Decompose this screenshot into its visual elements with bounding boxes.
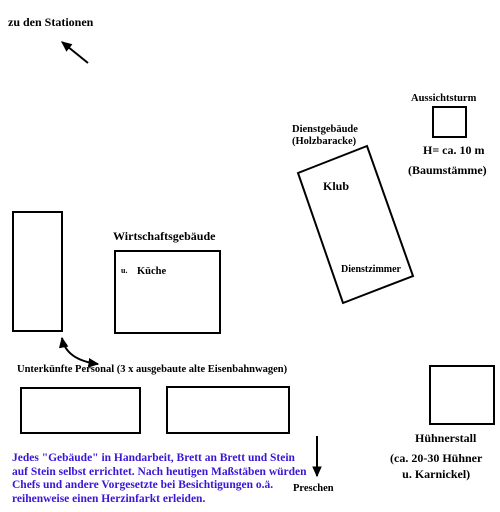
railcar-quarters-2	[166, 386, 290, 434]
watchtower-label: Aussichtsturm	[411, 93, 477, 104]
chicken-coop-label: Hühnerstall	[415, 431, 477, 445]
left-building	[12, 211, 63, 332]
farm-building-label: Wirtschaftsgebäude	[113, 229, 216, 243]
stations-direction-arrow	[61, 41, 89, 64]
chicken-coop-building	[429, 365, 495, 425]
service-building-outline	[296, 144, 415, 305]
watchtower-building	[432, 106, 467, 138]
railcar-quarters-1	[20, 387, 141, 434]
chicken-count-label: (ca. 20-30 Hühner u. Karnickel)	[390, 451, 483, 482]
link-arrow	[59, 336, 100, 368]
farm-building-outline	[114, 250, 221, 334]
duty-room-label: Dienstzimmer	[341, 264, 401, 275]
kitchen-prefix-label: u.	[121, 266, 128, 275]
kitchen-label: Küche	[137, 266, 167, 277]
preschen-label: Preschen	[293, 483, 334, 494]
stations-label: zu den Stationen	[8, 15, 94, 29]
watchtower-height-label: H= ca. 10 m	[423, 143, 485, 157]
construction-note: Jedes "Gebäude" in Handarbeit, Brett an …	[12, 452, 307, 505]
service-building-label: Dienstgebäude (Holzbaracke)	[292, 124, 358, 148]
club-label: Klub	[323, 179, 350, 193]
staff-quarters-label: Unterkünfte Personal (3 x ausgebaute alt…	[17, 364, 288, 375]
watchtower-material-label: (Baumstämme)	[408, 163, 487, 177]
